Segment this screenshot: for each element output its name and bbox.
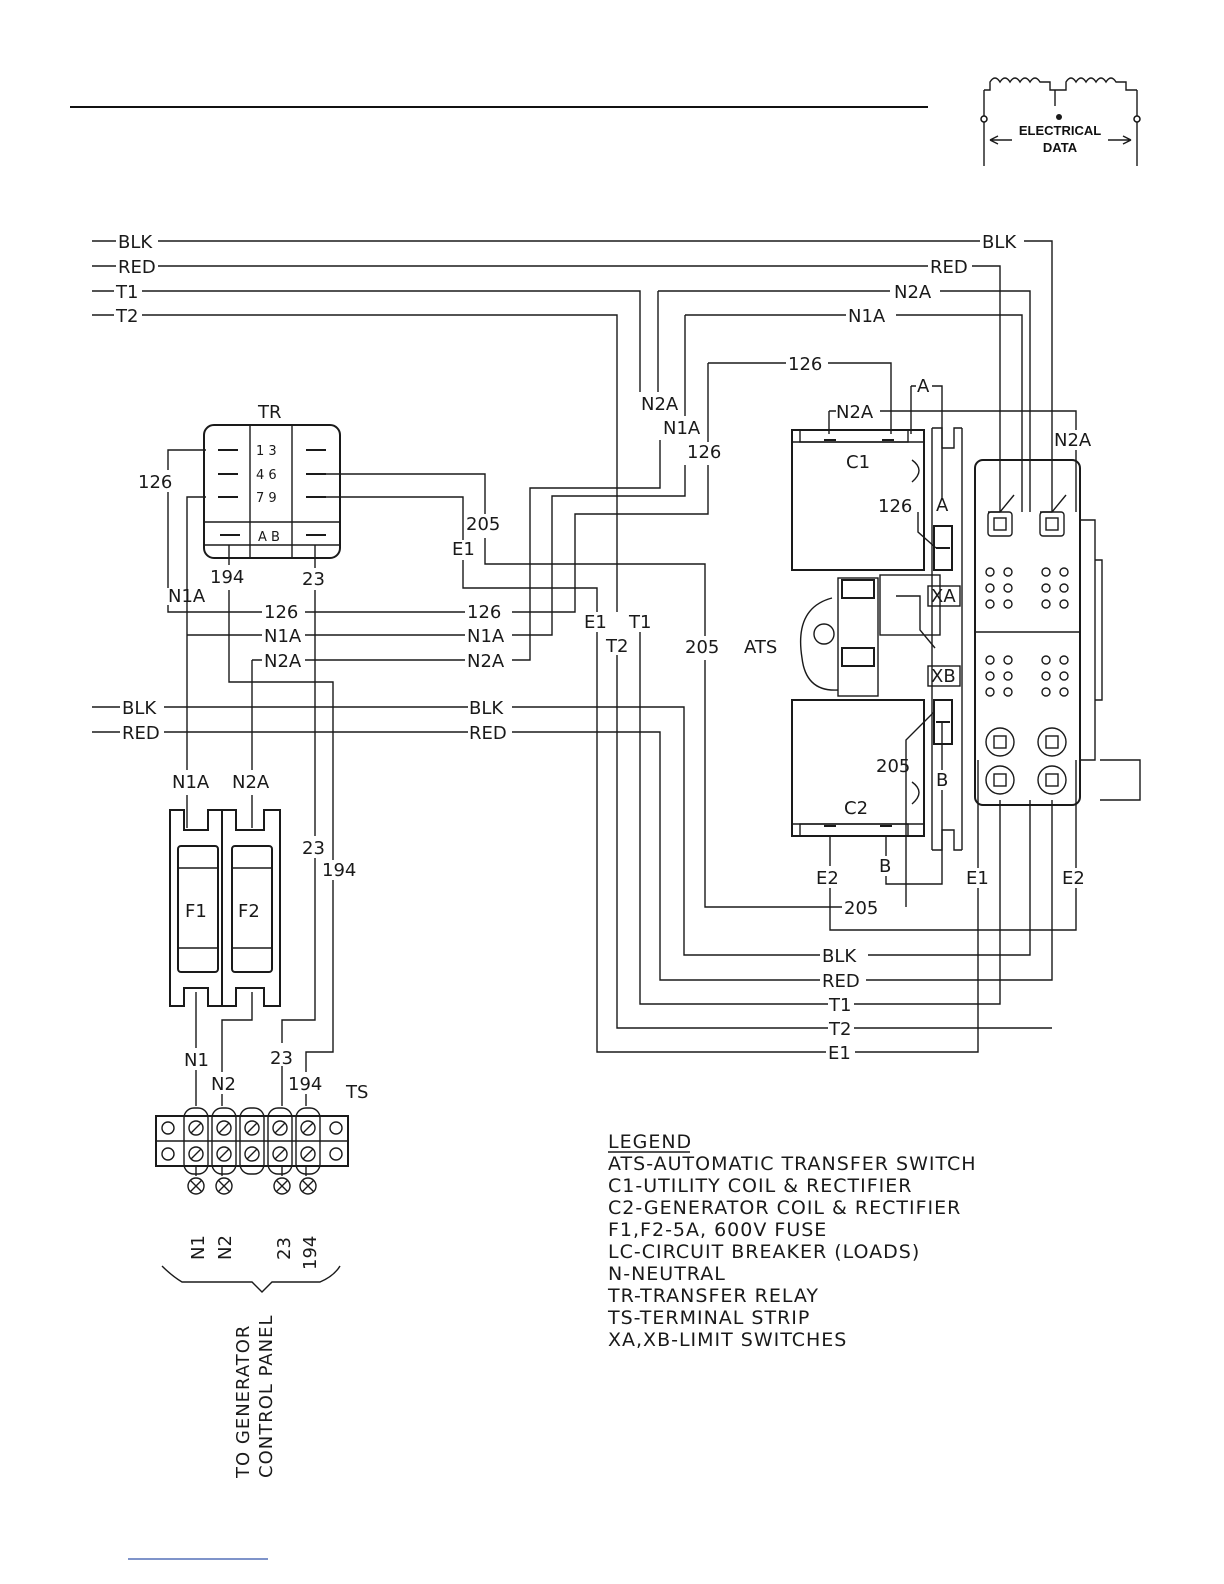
label-red-mid-left: RED bbox=[122, 723, 160, 744]
ats-label: ATS bbox=[744, 637, 777, 658]
label-194-tr: 194 bbox=[210, 567, 244, 588]
label-126-row-left: 126 bbox=[264, 602, 298, 623]
label-n1a-top: N1A bbox=[848, 306, 886, 327]
label-e1-bottom: E1 bbox=[828, 1043, 851, 1064]
label-23-ts: 23 bbox=[270, 1048, 293, 1069]
label-23-fuse: 23 bbox=[302, 838, 325, 859]
label-a-top: A bbox=[917, 376, 930, 397]
label-n2a-right: N2A bbox=[1054, 430, 1092, 451]
legend-item: N-NEUTRAL bbox=[608, 1263, 726, 1285]
label-n1: N1 bbox=[184, 1050, 209, 1071]
tr-pins-46: 4 6 bbox=[256, 468, 277, 483]
tr-label: TR bbox=[257, 402, 282, 423]
destination-label: TO GENERATOR CONTROL PANEL bbox=[233, 1314, 277, 1479]
label-t1-bottom: T1 bbox=[828, 995, 851, 1016]
label-n2a-row-left: N2A bbox=[264, 651, 302, 672]
label-e1-tr: E1 bbox=[452, 539, 475, 560]
wire-bundle bbox=[92, 240, 1077, 1176]
label-e1-mid: E1 bbox=[584, 612, 607, 633]
tr-pins-ab: A B bbox=[258, 530, 280, 545]
terminal-label-194: 194 bbox=[300, 1236, 321, 1270]
label-126-tr: 126 bbox=[138, 472, 172, 493]
terminal-label-23: 23 bbox=[274, 1237, 295, 1260]
label-126-top: 126 bbox=[788, 354, 822, 375]
label-n2: N2 bbox=[211, 1074, 236, 1095]
label-a-c1: A bbox=[936, 495, 949, 516]
legend-item: TS-TERMINAL STRIP bbox=[607, 1307, 810, 1329]
label-blk-top-right: BLK bbox=[982, 232, 1017, 253]
legend: LEGEND ATS-AUTOMATIC TRANSFER SWITCH C1-… bbox=[607, 1131, 977, 1351]
wire-labels: BLK BLK RED RED T1 N2A T2 N1A 126 A N2A … bbox=[115, 232, 1092, 1095]
logo-line1: ELECTRICAL bbox=[1019, 123, 1101, 138]
legend-item: C1-UTILITY COIL & RECTIFIER bbox=[608, 1175, 913, 1197]
label-n1a-row-right: N1A bbox=[467, 626, 505, 647]
label-blk-mid-right: BLK bbox=[469, 698, 504, 719]
terminal-strip: TS bbox=[155, 1082, 368, 1293]
label-205-mid: 205 bbox=[685, 637, 719, 658]
xb-label: XB bbox=[931, 666, 956, 687]
label-n2a-fuse: N2A bbox=[232, 772, 270, 793]
label-e2-right: E2 bbox=[1062, 868, 1085, 889]
label-194-ts: 194 bbox=[288, 1074, 322, 1095]
label-n2a-top: N2A bbox=[894, 282, 932, 303]
label-t1-mid: T1 bbox=[628, 612, 651, 633]
label-red-bottom: RED bbox=[822, 971, 860, 992]
label-n1a-fuse: N1A bbox=[172, 772, 210, 793]
label-e2-c2: E2 bbox=[816, 868, 839, 889]
label-t2-bottom: T2 bbox=[828, 1019, 851, 1040]
label-red-top-right: RED bbox=[930, 257, 968, 278]
label-b-c2: B bbox=[936, 770, 948, 791]
label-126-c1: 126 bbox=[878, 496, 912, 517]
label-t2-mid: T2 bbox=[605, 636, 628, 657]
legend-item: C2-GENERATOR COIL & RECTIFIER bbox=[608, 1197, 961, 1219]
legend-item: TR-TRANSFER RELAY bbox=[607, 1285, 819, 1307]
legend-item: F1,F2-5A, 600V FUSE bbox=[608, 1219, 827, 1241]
tr-pins-13: 1 3 bbox=[256, 444, 277, 459]
label-e1-right: E1 bbox=[966, 868, 989, 889]
legend-item: LC-CIRCUIT BREAKER (LOADS) bbox=[608, 1241, 920, 1263]
label-t1-top: T1 bbox=[115, 282, 138, 303]
terminal-label-n1: N1 bbox=[188, 1235, 209, 1260]
label-205-tr: 205 bbox=[466, 514, 500, 535]
terminal-label-n2: N2 bbox=[215, 1235, 236, 1260]
tr-pins-79: 7 9 bbox=[256, 491, 277, 506]
logo-line2: DATA bbox=[1043, 140, 1078, 155]
xa-label: XA bbox=[931, 586, 956, 607]
label-blk-mid-left: BLK bbox=[122, 698, 157, 719]
label-205-bottom: 205 bbox=[844, 898, 878, 919]
label-n1a-tr: N1A bbox=[168, 586, 206, 607]
label-194-fuse: 194 bbox=[322, 860, 356, 881]
label-n1a-mid: N1A bbox=[663, 418, 701, 439]
label-n2a-mid: N2A bbox=[641, 394, 679, 415]
label-blk-top-left: BLK bbox=[118, 232, 153, 253]
terminal-output-labels: N1 N2 23 194 bbox=[188, 1235, 321, 1270]
label-red-top-left: RED bbox=[118, 257, 156, 278]
electrical-data-logo: ELECTRICAL DATA bbox=[980, 77, 1141, 166]
c1-label: C1 bbox=[846, 452, 870, 473]
destination-line2: CONTROL PANEL bbox=[256, 1314, 277, 1478]
label-n2a-c1: N2A bbox=[836, 402, 874, 423]
legend-title: LEGEND bbox=[608, 1131, 692, 1153]
label-b-c2-bottom: B bbox=[879, 856, 891, 877]
label-n2a-row-right: N2A bbox=[467, 651, 505, 672]
label-205-c2: 205 bbox=[876, 756, 910, 777]
label-n1a-row-left: N1A bbox=[264, 626, 302, 647]
label-blk-bottom: BLK bbox=[822, 946, 857, 967]
destination-line1: TO GENERATOR bbox=[233, 1325, 254, 1479]
fuse-holder: F1 F2 bbox=[169, 809, 281, 1007]
label-23-tr: 23 bbox=[302, 569, 325, 590]
label-red-mid-right: RED bbox=[469, 723, 507, 744]
c2-label: C2 bbox=[844, 798, 868, 819]
legend-item: XA,XB-LIMIT SWITCHES bbox=[608, 1329, 847, 1351]
legend-item: ATS-AUTOMATIC TRANSFER SWITCH bbox=[608, 1153, 977, 1175]
label-126-mid: 126 bbox=[687, 442, 721, 463]
label-t2-top: T2 bbox=[115, 306, 138, 327]
f2-label: F2 bbox=[238, 901, 260, 922]
transfer-switch: C1 C2 XA XB bbox=[744, 427, 1141, 851]
f1-label: F1 bbox=[185, 901, 207, 922]
transfer-relay: TR 1 3 4 6 7 9 A B bbox=[203, 402, 341, 559]
label-126-row-right: 126 bbox=[467, 602, 501, 623]
ts-label: TS bbox=[345, 1082, 368, 1103]
